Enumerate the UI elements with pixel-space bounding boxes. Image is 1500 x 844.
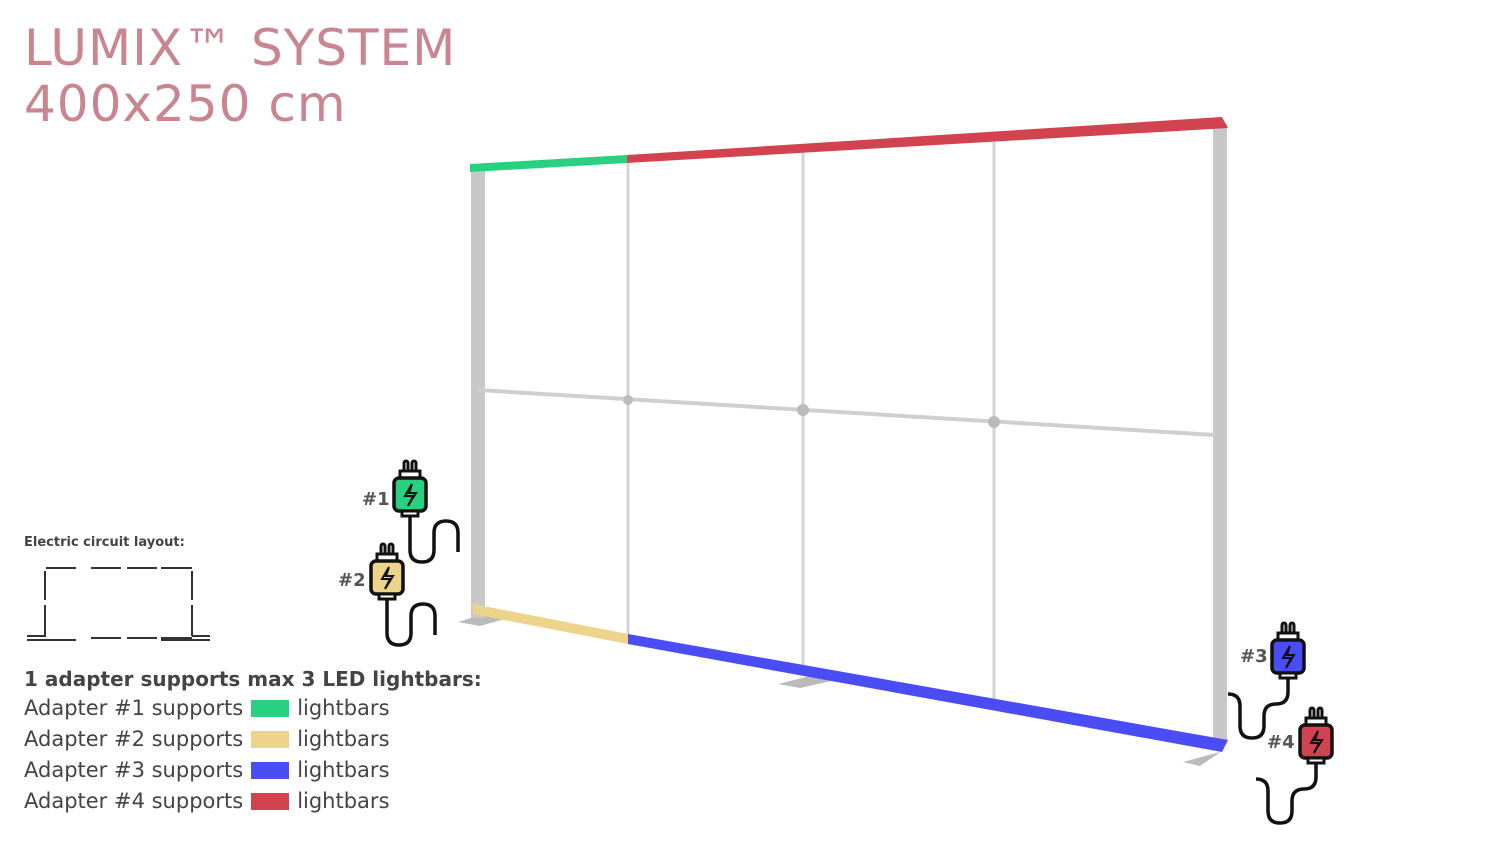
lightbar-yellow [473, 604, 628, 644]
lightbar-green [470, 155, 627, 172]
adapter-4-label: #4 [1267, 732, 1295, 753]
connector [623, 395, 633, 405]
color-swatch [251, 700, 290, 717]
adapter-2-label: #2 [338, 570, 366, 591]
power-adapter-icon [1255, 706, 1334, 825]
color-swatch [251, 762, 290, 779]
legend-row: Adapter #3 supports lightbars [24, 755, 482, 786]
title-line-2: 400x250 cm [24, 75, 347, 133]
legend-text: lightbars [297, 758, 390, 782]
legend-heading: 1 adapter supports max 3 LED lightbars: [24, 667, 482, 691]
legend-row: Adapter #2 supports lightbars [24, 724, 482, 755]
legend-row: Adapter #4 supports lightbars [24, 786, 482, 817]
legend-text: Adapter #1 supports [24, 696, 244, 720]
legend-text: lightbars [297, 696, 390, 720]
color-swatch [251, 731, 290, 748]
frame-post-left [471, 168, 485, 618]
connector [797, 404, 809, 416]
frame-mid-rail [477, 388, 1216, 437]
frame-post-right [1213, 124, 1227, 744]
circuit-layout-diagram [27, 567, 210, 641]
power-adapter-icon [392, 459, 460, 564]
connector [988, 416, 1000, 428]
legend-text: lightbars [297, 727, 390, 751]
power-adapter-icon [369, 542, 437, 647]
adapter-1-label: #1 [362, 489, 390, 510]
legend: 1 adapter supports max 3 LED lightbars: … [24, 665, 482, 817]
title-line-1: LUMIX™ SYSTEM [24, 19, 457, 77]
adapter-3-label: #3 [1240, 646, 1268, 667]
legend-text: lightbars [297, 789, 390, 813]
legend-text: Adapter #2 supports [24, 727, 244, 751]
foot [1183, 740, 1238, 766]
page-title: LUMIX™ SYSTEM 400x250 cm [24, 20, 456, 132]
power-adapter-icon [1227, 621, 1306, 740]
legend-row: Adapter #1 supports lightbars [24, 693, 482, 724]
lightbar-blue [628, 634, 1228, 752]
legend-text: Adapter #3 supports [24, 758, 244, 782]
circuit-layout-label: Electric circuit layout: [24, 535, 185, 550]
lightbar-red [627, 117, 1228, 163]
color-swatch [251, 793, 290, 810]
legend-text: Adapter #4 supports [24, 789, 244, 813]
